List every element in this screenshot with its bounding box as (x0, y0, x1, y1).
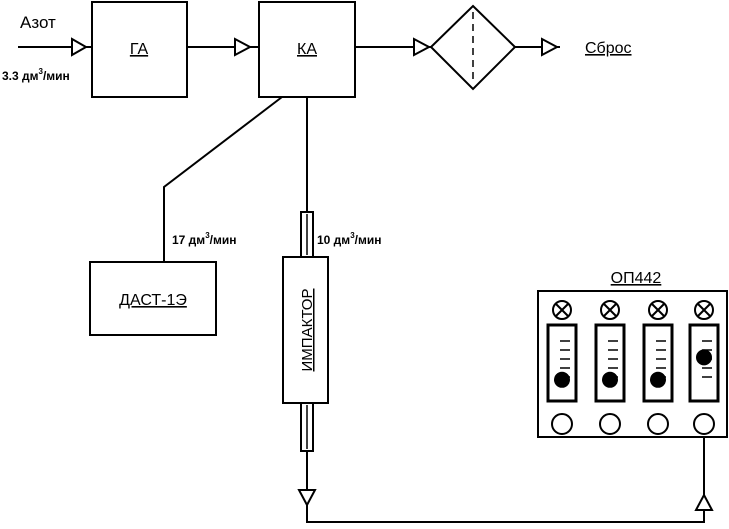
rotameter-group (546, 300, 720, 435)
inlet-arrow (71, 37, 89, 57)
outlet-port-4 (693, 413, 715, 435)
rotameter-float-1 (554, 371, 570, 388)
valve-cross-b-4 (697, 303, 711, 317)
ka-filter-arrow (413, 37, 432, 57)
ka-dast-line (163, 96, 283, 262)
ka-label: КА (297, 41, 317, 58)
rotameter-tube-1 (546, 323, 578, 403)
dast-label: ДАСТ-1Э (119, 292, 187, 309)
rotameter-float-3 (650, 371, 666, 388)
filter-diamond (429, 4, 517, 91)
valve-cross-b-1 (555, 303, 569, 317)
outlet-label: Сброс (585, 40, 632, 57)
rotameter-float-4 (696, 349, 712, 366)
inlet-flow-label: 3.3 дм3/мин (2, 67, 70, 83)
impactor-down-arrow (297, 489, 317, 508)
rotameter-tube-3 (642, 323, 674, 403)
op-label: ОП442 (611, 270, 662, 287)
rotameter-float-2 (602, 371, 618, 388)
ga-block (91, 1, 188, 98)
valve-cross-b-3 (651, 303, 665, 317)
valve-cross-b-2 (603, 303, 617, 317)
ka-block (258, 1, 356, 98)
return-line (306, 505, 705, 523)
ga-label: ГА (130, 41, 149, 58)
outlet-arrow (541, 37, 560, 57)
impactor-flow-label: 10 дм3/мин (317, 231, 381, 247)
outlet-port-2 (599, 413, 621, 435)
dast-flow-label: 17 дм3/мин (172, 231, 236, 247)
outlet-port-3 (647, 413, 669, 435)
op-up-arrow (694, 492, 714, 511)
impactor-label: ИМПАКТОР (299, 289, 316, 372)
dast-block (89, 261, 217, 336)
inlet-label: Азот (20, 13, 56, 32)
outlet-port-1 (551, 413, 573, 435)
rotameter-tube-2 (594, 323, 626, 403)
ga-ka-arrow (234, 37, 253, 57)
